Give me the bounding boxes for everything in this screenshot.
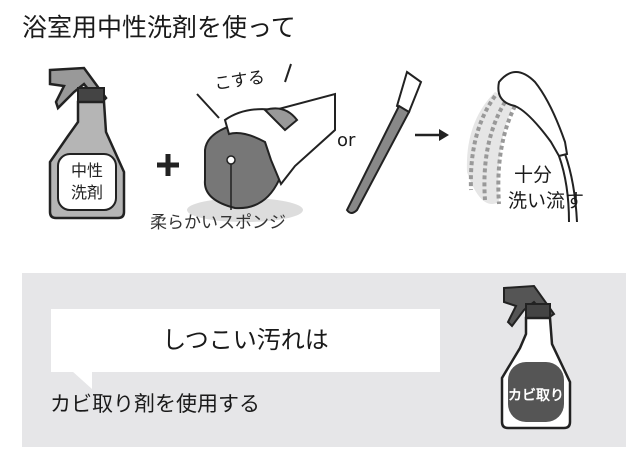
plus-icon [157, 154, 179, 176]
bottle-label-line1: 中性 [71, 161, 103, 180]
rinse-label-line2: 洗い流す [508, 190, 585, 212]
mold-remover-instruction: カビ取り剤を使用する [50, 392, 260, 416]
toothbrush-icon [345, 70, 423, 214]
mold-remover-bottle-label: カビ取り [508, 388, 564, 404]
or-label: or [337, 130, 356, 151]
page-title: 浴室用中性洗剤を使って [22, 13, 296, 42]
arrow-right-icon [415, 129, 449, 141]
speech-bubble [51, 309, 440, 372]
mold-remover-bottle-icon: カビ取り [500, 284, 572, 430]
sponge-label: 柔らかいスポンジ [150, 213, 286, 233]
rinse-label-line1: 十分 [514, 164, 553, 186]
spray-bottle-icon: 中性 洗剤 [48, 66, 126, 220]
shower-icon [466, 71, 578, 223]
speech-bubble-tail [72, 371, 92, 389]
bottle-label-line2: 洗剤 [71, 183, 103, 202]
hand-sponge-icon [187, 63, 336, 222]
tough-stains-heading: しつこい汚れは [162, 326, 329, 354]
